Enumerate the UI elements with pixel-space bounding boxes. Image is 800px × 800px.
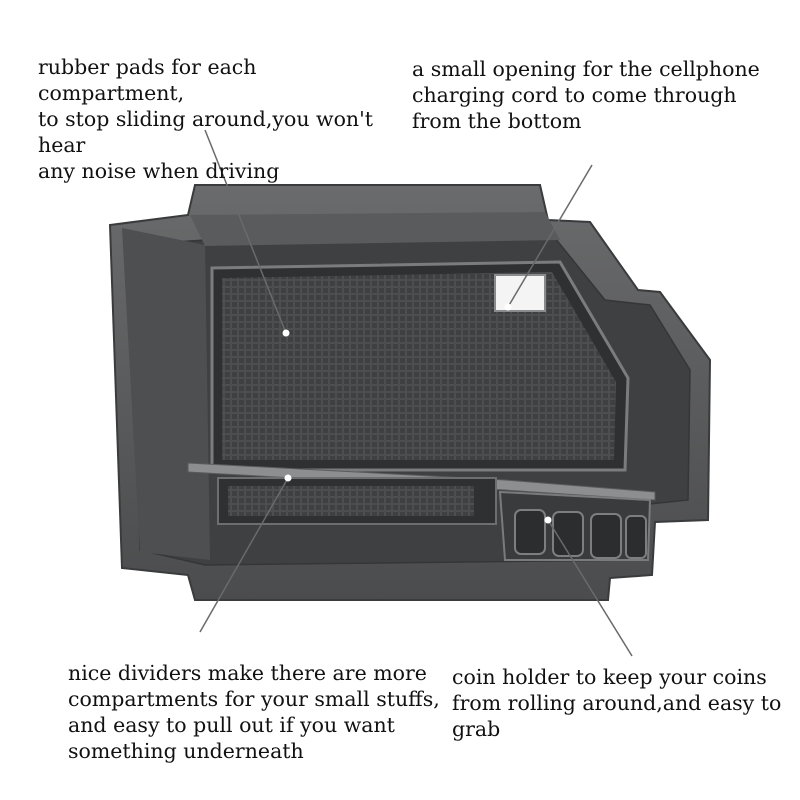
coin-slots	[514, 509, 647, 559]
caption-dividers: nice dividers make there are more compar…	[68, 661, 440, 763]
caption-small-opening: a small opening for the cellphone chargi…	[412, 57, 760, 133]
tray-left-wall	[122, 228, 210, 560]
callout-dividers	[199, 474, 292, 633]
caption-rubber-pads: rubber pads for each compartment, to sto…	[38, 55, 374, 183]
tray-back-wall	[190, 212, 560, 246]
caption-coin-holder: coin holder to keep your coins from roll…	[452, 665, 782, 741]
rubber-mat-small-texture	[228, 486, 474, 516]
callout-coin-holder	[544, 516, 633, 657]
rubber-mat-grip-texture	[222, 272, 616, 460]
callout-small-opening	[504, 164, 593, 311]
cord-opening	[494, 274, 546, 312]
callout-rubber-pads	[204, 129, 290, 337]
